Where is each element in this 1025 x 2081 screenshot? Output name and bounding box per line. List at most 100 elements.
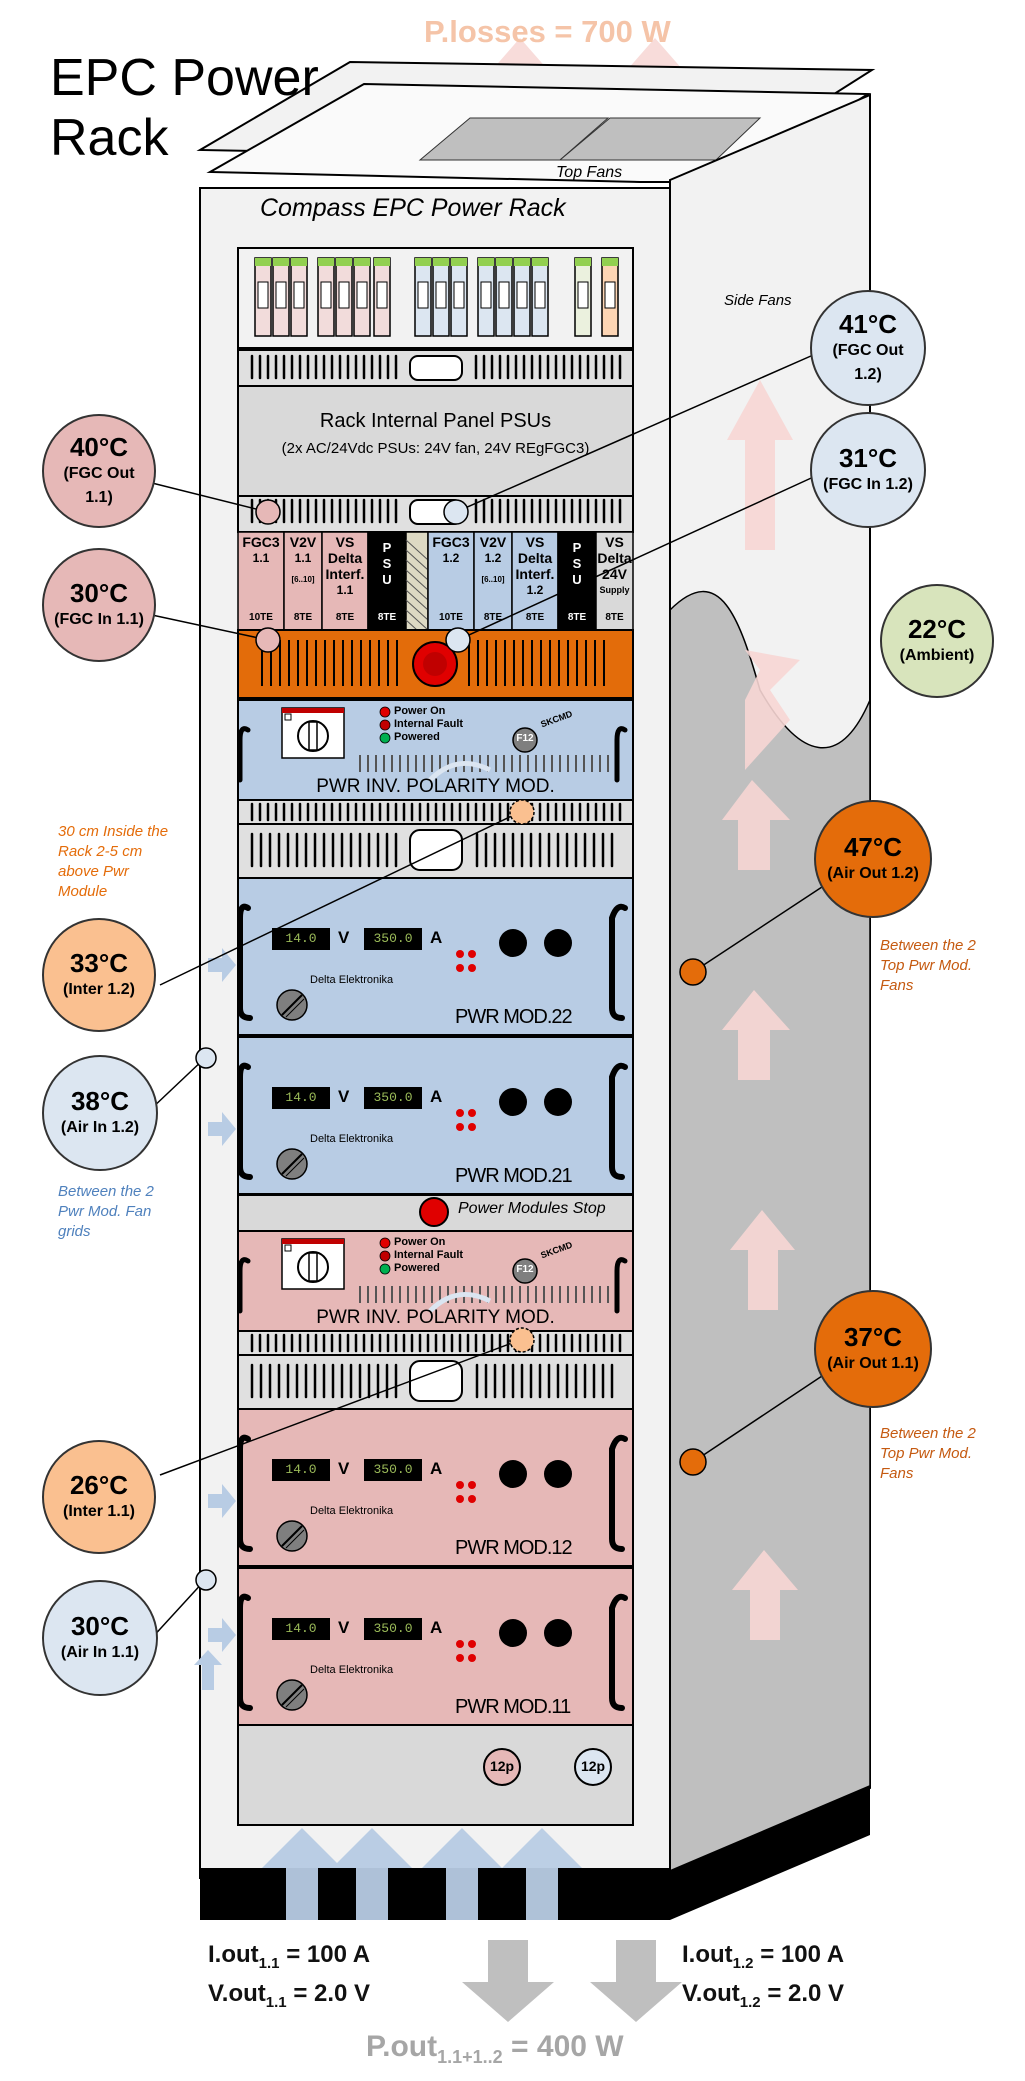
- temp-value: 26°C: [69, 1470, 129, 1500]
- temp-bubble-air-in-11: 30°C (Air In 1.1): [42, 1580, 158, 1696]
- voltage-value: 14.0: [285, 1462, 317, 1477]
- crate-module-size: 8TE: [567, 612, 587, 623]
- top-fans-label: Top Fans: [556, 164, 623, 181]
- knob: [544, 1460, 572, 1488]
- crate-module-label: VS Delta Interf.1.2: [512, 534, 558, 598]
- knob: [499, 1088, 527, 1116]
- f12-label: F12: [516, 1264, 534, 1275]
- current-value: 350.0: [373, 1090, 413, 1105]
- crate-module-size: 8TE: [377, 612, 397, 623]
- current-value: 350.0: [373, 1462, 413, 1477]
- psu-panel-title: Rack Internal Panel PSUs: [319, 410, 552, 432]
- vent-panel-2: [237, 495, 634, 533]
- crate-slot: [405, 531, 429, 631]
- polarity-module-label: PWR INV. POLARITY MOD.: [316, 1307, 555, 1328]
- output-left: I.out1.1 = 100 A V.out1.1 = 2.0 V: [208, 1941, 371, 2011]
- terminal-blocks: [254, 257, 619, 337]
- temp-bubble-air-in-12: 38°C(Air In 1.2): [42, 1055, 158, 1171]
- crate-module-label: PSU: [368, 534, 406, 588]
- power-losses-label: P.losses = 700 W: [424, 14, 671, 49]
- brand-label: Delta Elektronika: [310, 1505, 394, 1517]
- connector-label-2: 12p: [580, 1758, 606, 1774]
- voltage-unit: V: [338, 1618, 350, 1637]
- temp-bubble-inter-11: 26°C (Inter 1.1): [42, 1440, 156, 1554]
- temp-label: (FGC In 1.1): [54, 611, 144, 628]
- voltage-unit: V: [338, 1459, 350, 1478]
- crate-module-label: VS Delta Interf.1.1: [322, 534, 368, 598]
- stop-bar: [237, 1194, 634, 1232]
- power-module-label: PWR MOD.12: [455, 1537, 573, 1559]
- crate-module-name: PSU: [382, 540, 392, 587]
- rack-title: Compass EPC Power Rack: [260, 194, 566, 222]
- psu-panel-subtitle: (2x AC/24Vdc PSUs: 24V fan, 24V REgFGC3): [281, 440, 590, 457]
- led-label: Internal Fault: [394, 1249, 464, 1261]
- current-display: [364, 928, 422, 950]
- output-right: I.out1.2 = 100 A V.out1.2 = 2.0 V: [682, 1941, 845, 2011]
- temp-label: (Air In 1.1): [60, 1644, 140, 1661]
- voltage-display: [272, 1087, 330, 1109]
- crate-module-size: 8TE: [293, 612, 313, 623]
- temp-bubble-air-out-11: 37°C (Air Out 1.1): [814, 1290, 932, 1408]
- leader-lines: [137, 351, 826, 1641]
- crate-module-size: 10TE: [249, 612, 273, 623]
- temp-bubble-fgc-out-11: 40°C(FGC Out 1.1): [42, 414, 156, 528]
- knob: [499, 929, 527, 957]
- current-unit: A: [430, 1618, 443, 1637]
- crate-module-name: VS Delta Interf.: [515, 534, 555, 582]
- voltage-display: [272, 1459, 330, 1481]
- led-label: Power On: [394, 1236, 446, 1248]
- crate-module-extra: [6..10]: [291, 575, 315, 584]
- crate-module-sub: 1.1: [294, 551, 312, 565]
- note-between-fans-11: Between the 2 Top Pwr Mod. Fans: [880, 1425, 976, 1482]
- led-label: Internal Fault: [394, 718, 464, 730]
- voltage-display: [272, 1618, 330, 1640]
- fan-tray: [237, 629, 634, 699]
- temp-label: (Air Out 1.1): [827, 1355, 919, 1372]
- connector-label-1: 12p: [489, 1758, 515, 1774]
- crate-module-name: FGC3: [242, 534, 280, 550]
- crate-module-name: V2V: [479, 534, 507, 550]
- temp-bubble-fgc-in-12: 31°C (FGC In 1.2): [810, 412, 926, 528]
- temp-value: 30°C: [70, 1611, 130, 1641]
- rack-base-side: [670, 1785, 870, 1920]
- crate-module-name: VS Delta 24V: [597, 534, 632, 582]
- current-display: [364, 1087, 422, 1109]
- crate-slot: [595, 531, 634, 631]
- voltage-display: [272, 928, 330, 950]
- rack-base-front: [200, 1868, 670, 1920]
- sensor-dots: [195, 499, 707, 1591]
- crate-module-name: FGC3: [432, 534, 470, 550]
- current-display: [364, 1618, 422, 1640]
- note-between-grids: Between the 2 Pwr Mod. Fan grids: [58, 1183, 154, 1240]
- knob: [499, 1460, 527, 1488]
- f12-label: F12: [516, 733, 534, 744]
- vent-panel-4: [237, 1330, 634, 1410]
- current-value: 350.0: [373, 1621, 413, 1636]
- temp-label: (FGC In 1.2): [823, 476, 913, 493]
- temp-label: (Air In 1.2): [60, 1119, 140, 1136]
- temp-bubble-fgc-out-12: 41°C(FGC Out 1.2): [810, 290, 926, 406]
- connector-12p-left: [483, 1748, 521, 1786]
- polarity-module-label: PWR INV. POLARITY MOD.: [316, 776, 555, 797]
- note-between-fans-12: Between the 2 Top Pwr Mod. Fans: [880, 937, 976, 994]
- crate-module-name: PSU: [572, 540, 582, 587]
- f12-connector: [512, 1258, 538, 1284]
- temp-value: 30°C: [69, 578, 129, 608]
- crate-module-sub: 1.2: [526, 583, 544, 597]
- temp-value: 37°C: [843, 1322, 903, 1352]
- temp-bubble-fgc-in-11: 30°C (FGC In 1.1): [42, 548, 156, 662]
- current-value: 350.0: [373, 931, 413, 946]
- temp-value: 31°C: [838, 443, 898, 473]
- crate-module-sub: 1.1: [252, 551, 270, 565]
- temp-label: (Inter 1.1): [62, 1503, 135, 1520]
- temp-value: 41°C: [838, 309, 898, 339]
- connector-panel: [237, 1724, 634, 1826]
- current-unit: A: [430, 1459, 443, 1478]
- crate-module-sub: Supply: [599, 585, 630, 595]
- knob: [544, 1088, 572, 1116]
- power-out-label: P.out1.1+1..2 = 400 W: [366, 2030, 624, 2067]
- temp-bubble-air-out-12: 47°C(Air Out 1.2): [814, 800, 932, 918]
- led-label: Power On: [394, 705, 446, 717]
- temp-value: 33°C: [69, 948, 129, 978]
